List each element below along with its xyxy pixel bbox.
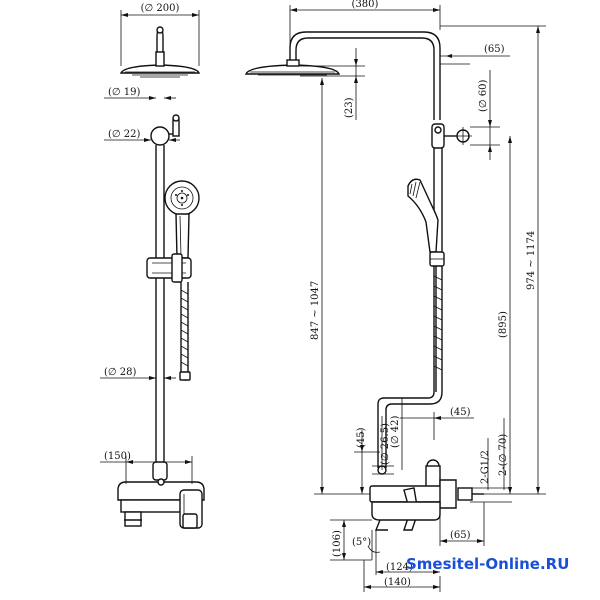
dim-holder-22: (∅ 22) <box>108 129 141 140</box>
side-dim-60: (∅ 60) <box>470 70 500 160</box>
dim-rail-diameter: (∅ 28) <box>104 367 137 378</box>
dim-outlet-42: (∅ 42) <box>390 415 401 448</box>
front-view: (∅ 200) (∅ 19) (∅ 22) (∅ 28) <box>100 3 205 529</box>
side-dim-angle: (5°) <box>352 530 381 560</box>
side-dim-42: (∅ 42) <box>390 398 403 470</box>
side-lower-pipework <box>377 391 443 489</box>
dim-spout-reach-140: (140) <box>384 577 411 588</box>
dim-spout-angle: (5°) <box>352 537 371 548</box>
dim-neck-diameter: (∅ 19) <box>108 87 141 98</box>
dim-depth-65: (65) <box>450 530 471 541</box>
front-hand-shower <box>164 180 200 259</box>
dim-flange-70: 2-(∅ 70) <box>498 434 509 476</box>
side-shower-head <box>244 59 341 76</box>
side-view: (380) (65) (23) (∅ 60) <box>244 0 546 592</box>
side-arm-outer <box>289 31 441 120</box>
side-dim-45-left: (45) <box>354 427 380 494</box>
side-dim-26-5: (∅ 26.5) <box>372 416 394 475</box>
side-dim-total-height: 847 ~ 1047 <box>310 78 370 495</box>
side-mixer <box>369 479 484 531</box>
front-shower-head <box>119 26 201 78</box>
front-rail-connector <box>152 461 168 481</box>
dim-spout-drop: (106) <box>332 530 343 557</box>
dim-total-height: 847 ~ 1047 <box>310 281 321 340</box>
front-hose <box>179 282 191 381</box>
side-dim-adjust-height: 974 ~ 1174 <box>440 25 546 495</box>
dim-thread: 2-G1/2 <box>480 450 491 484</box>
front-mixer <box>117 478 205 529</box>
dim-rail-height: (895) <box>498 311 509 338</box>
dim-spout-reach-124: (124) <box>386 562 413 573</box>
dim-offset-45-top: (45) <box>356 427 367 448</box>
side-dim-arm: (380) <box>289 0 441 60</box>
side-hand-shower <box>407 178 445 267</box>
side-dim-140: (140) <box>363 560 441 592</box>
front-dim-rail: (∅ 28) <box>100 367 176 380</box>
dim-nut-26-5: (∅ 26.5) <box>380 423 391 465</box>
dim-adjust-height: 974 ~ 1174 <box>526 231 537 290</box>
dim-arm-drop: (65) <box>484 44 505 55</box>
side-dim-45-right: (45) <box>400 407 474 440</box>
front-dim-neck: (∅ 19) <box>104 87 176 100</box>
side-dim-65-top: (65) <box>440 44 510 65</box>
side-arm-inner <box>295 37 435 120</box>
dim-offset-45-side: (45) <box>450 407 471 418</box>
front-dim-mixer-width: (150) <box>100 451 193 484</box>
front-dim-head-diameter: (∅ 200) <box>120 3 200 66</box>
side-dim-23: (23) <box>300 48 365 120</box>
dim-mixer-width: (150) <box>104 451 131 462</box>
dim-head-diameter: (∅ 200) <box>141 3 180 14</box>
side-dim-thread: 2-G1/2 <box>480 438 491 490</box>
dim-holder-60: (∅ 60) <box>478 79 489 112</box>
side-dim-65-bottom: (65) <box>439 502 485 546</box>
side-dim-rail-height: (895) <box>498 136 512 494</box>
dim-arm-length: (380) <box>352 0 379 10</box>
front-slider-bracket <box>146 253 192 283</box>
side-hose <box>433 266 443 392</box>
dim-head-thickness: (23) <box>344 97 355 118</box>
front-dim-holder: (∅ 22) <box>104 129 180 142</box>
watermark: Smesitel-Online.RU <box>406 555 569 573</box>
side-dim-106: (106) <box>330 519 372 561</box>
side-upper-holder <box>431 123 472 149</box>
side-dim-70: 2-(∅ 70) <box>470 418 512 503</box>
front-rail-top-holder <box>150 114 180 146</box>
side-dim-124: (124) <box>375 530 440 575</box>
